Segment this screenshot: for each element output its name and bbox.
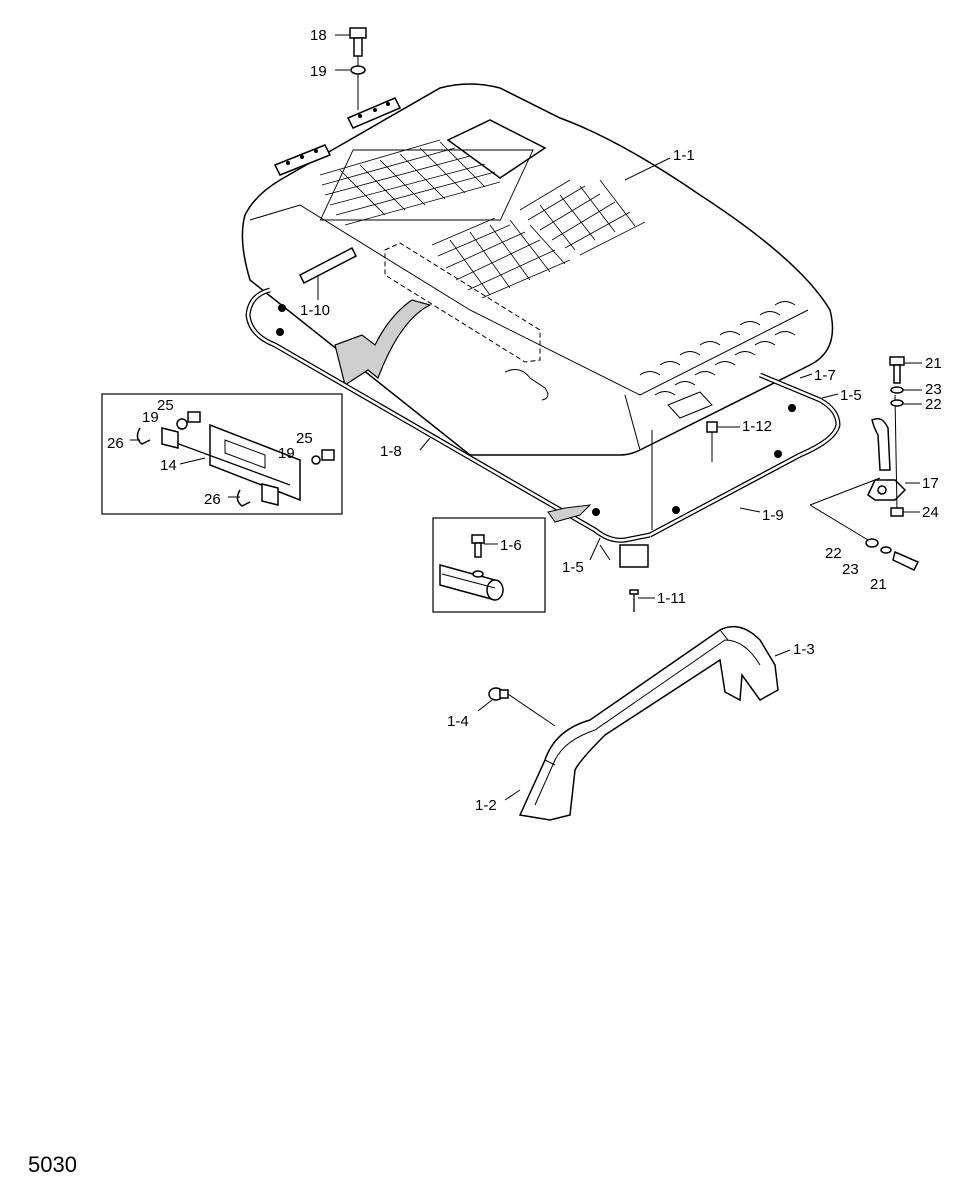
callout-25-b: 25 <box>296 430 313 447</box>
callout-1-1: 1-1 <box>673 147 695 164</box>
callout-23-top: 23 <box>925 381 942 398</box>
callout-21-top: 21 <box>925 355 942 372</box>
callout-24: 24 <box>922 504 939 521</box>
grille-center <box>431 217 571 299</box>
callout-1-12: 1-12 <box>742 418 772 435</box>
callout-1-11: 1-11 <box>657 590 686 607</box>
section-detail-box <box>432 517 546 613</box>
callout-21-bottom: 21 <box>870 576 887 593</box>
callout-19-a: 19 <box>142 409 159 426</box>
callout-22-top: 22 <box>925 396 942 413</box>
callout-19-top: 19 <box>310 63 327 80</box>
washer-22-top <box>890 399 922 407</box>
bolt-21-bottom <box>892 550 920 571</box>
bolt-18 <box>335 27 367 110</box>
bolt-1-4 <box>477 687 556 727</box>
louvers <box>639 301 796 396</box>
detail-arrow <box>334 299 432 386</box>
callout-1-6: 1-6 <box>500 537 522 554</box>
callout-25-a: 25 <box>157 397 174 414</box>
washer-23-bottom <box>880 546 892 554</box>
callout-17: 17 <box>922 475 939 492</box>
callout-1-10: 1-10 <box>300 302 330 319</box>
callout-1-8: 1-8 <box>380 443 402 460</box>
callout-26-a: 26 <box>107 435 124 452</box>
callout-1-4: 1-4 <box>447 713 469 730</box>
callout-23-bottom: 23 <box>842 561 859 578</box>
section-arrow <box>547 504 592 523</box>
callout-labels: 18 19 1-1 1-10 1-7 1-5 21 23 22 1-12 17 … <box>107 27 942 814</box>
callout-1-2: 1-2 <box>475 797 497 814</box>
handle-bar <box>518 625 779 821</box>
callout-1-5-right: 1-5 <box>840 387 862 404</box>
hinge-plates <box>273 97 402 176</box>
callout-22-bottom: 22 <box>825 545 842 562</box>
bolt-1-11 <box>619 544 655 612</box>
grille-right <box>519 179 646 256</box>
rod-1-10 <box>298 246 358 300</box>
seal-frame <box>245 287 841 543</box>
detail-region <box>384 242 541 363</box>
callout-19-b: 19 <box>278 445 295 462</box>
callout-1-3: 1-3 <box>793 641 815 658</box>
callout-26-b: 26 <box>204 491 221 508</box>
callout-18: 18 <box>310 27 327 44</box>
callout-1-9: 1-9 <box>762 507 784 524</box>
washer-22-bottom <box>865 538 879 548</box>
washer-19-top <box>335 65 366 75</box>
callout-1-7: 1-7 <box>814 367 836 384</box>
nut-24 <box>890 507 920 517</box>
bolt-21-top <box>889 356 922 384</box>
grille-left <box>319 139 501 226</box>
engine-cover <box>241 83 834 456</box>
page-number: 5030 <box>28 1152 77 1177</box>
hinge-detail-box <box>101 393 343 515</box>
leader-lines <box>419 157 839 561</box>
nut-1-12 <box>706 421 740 433</box>
washer-23-top <box>890 386 922 394</box>
latch-17 <box>867 394 920 511</box>
callout-1-5-left: 1-5 <box>562 559 584 576</box>
callout-14: 14 <box>160 457 177 474</box>
